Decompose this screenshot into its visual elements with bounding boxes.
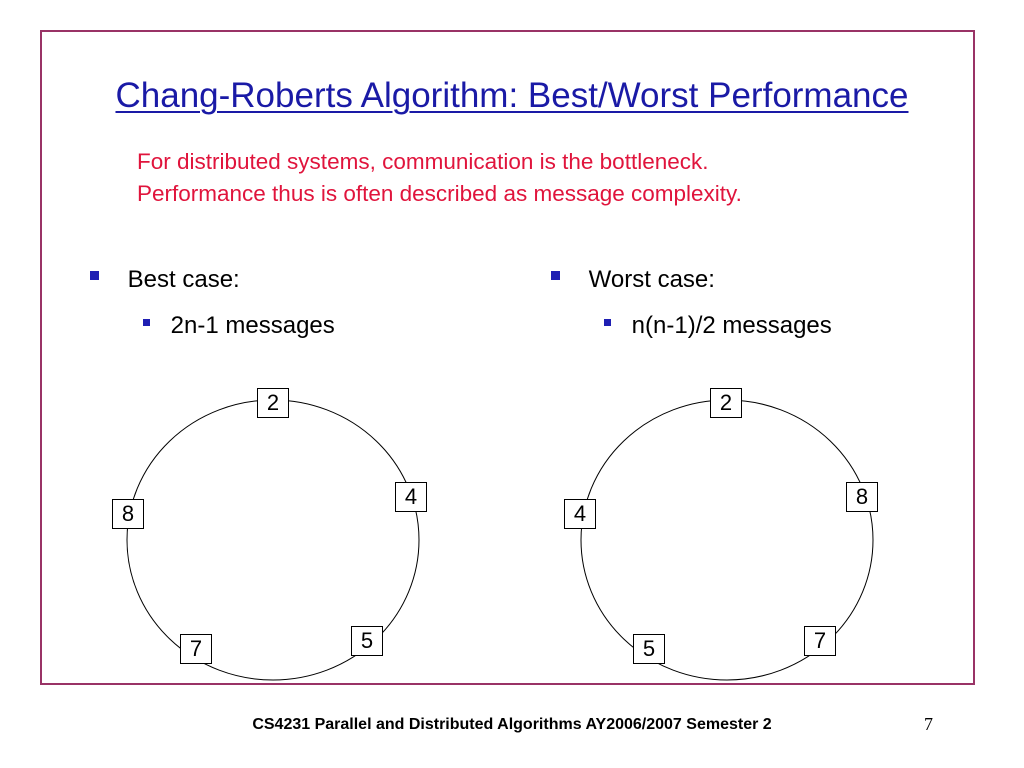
square-bullet-icon: [551, 271, 560, 281]
square-bullet-icon: [143, 319, 150, 327]
worst-node-left: 4: [564, 499, 596, 529]
worst-node-bottom-left: 5: [633, 634, 665, 664]
slide-frame: [40, 30, 975, 685]
subtitle: For distributed systems, communication i…: [137, 146, 742, 210]
best-case-label: Best case:: [127, 266, 240, 293]
worst-case-detail-bullet: n(n-1)/2 messages: [604, 312, 832, 340]
worst-node-bottom-right: 7: [804, 626, 836, 656]
best-node-right: 4: [395, 482, 427, 512]
subtitle-line-2: Performance thus is often described as m…: [137, 181, 742, 206]
best-node-bottom-right: 5: [351, 626, 383, 656]
worst-node-right: 8: [846, 482, 878, 512]
worst-case-label: Worst case:: [588, 266, 715, 293]
worst-case-detail: n(n-1)/2 messages: [631, 312, 832, 339]
worst-case-bullet: Worst case:: [551, 266, 715, 294]
best-case-detail-bullet: 2n-1 messages: [143, 312, 335, 340]
page-number: 7: [924, 714, 933, 734]
worst-node-top: 2: [710, 388, 742, 418]
subtitle-line-1: For distributed systems, communication i…: [137, 149, 709, 174]
best-case-bullet: Best case:: [90, 266, 240, 294]
square-bullet-icon: [90, 271, 99, 281]
slide-title: Chang-Roberts Algorithm: Best/Worst Perf…: [115, 76, 909, 115]
best-case-detail: 2n-1 messages: [170, 312, 335, 339]
best-node-top: 2: [257, 388, 289, 418]
footer-course: CS4231 Parallel and Distributed Algorith…: [252, 716, 772, 733]
best-node-left: 8: [112, 499, 144, 529]
square-bullet-icon: [604, 319, 611, 327]
best-node-bottom-left: 7: [180, 634, 212, 664]
